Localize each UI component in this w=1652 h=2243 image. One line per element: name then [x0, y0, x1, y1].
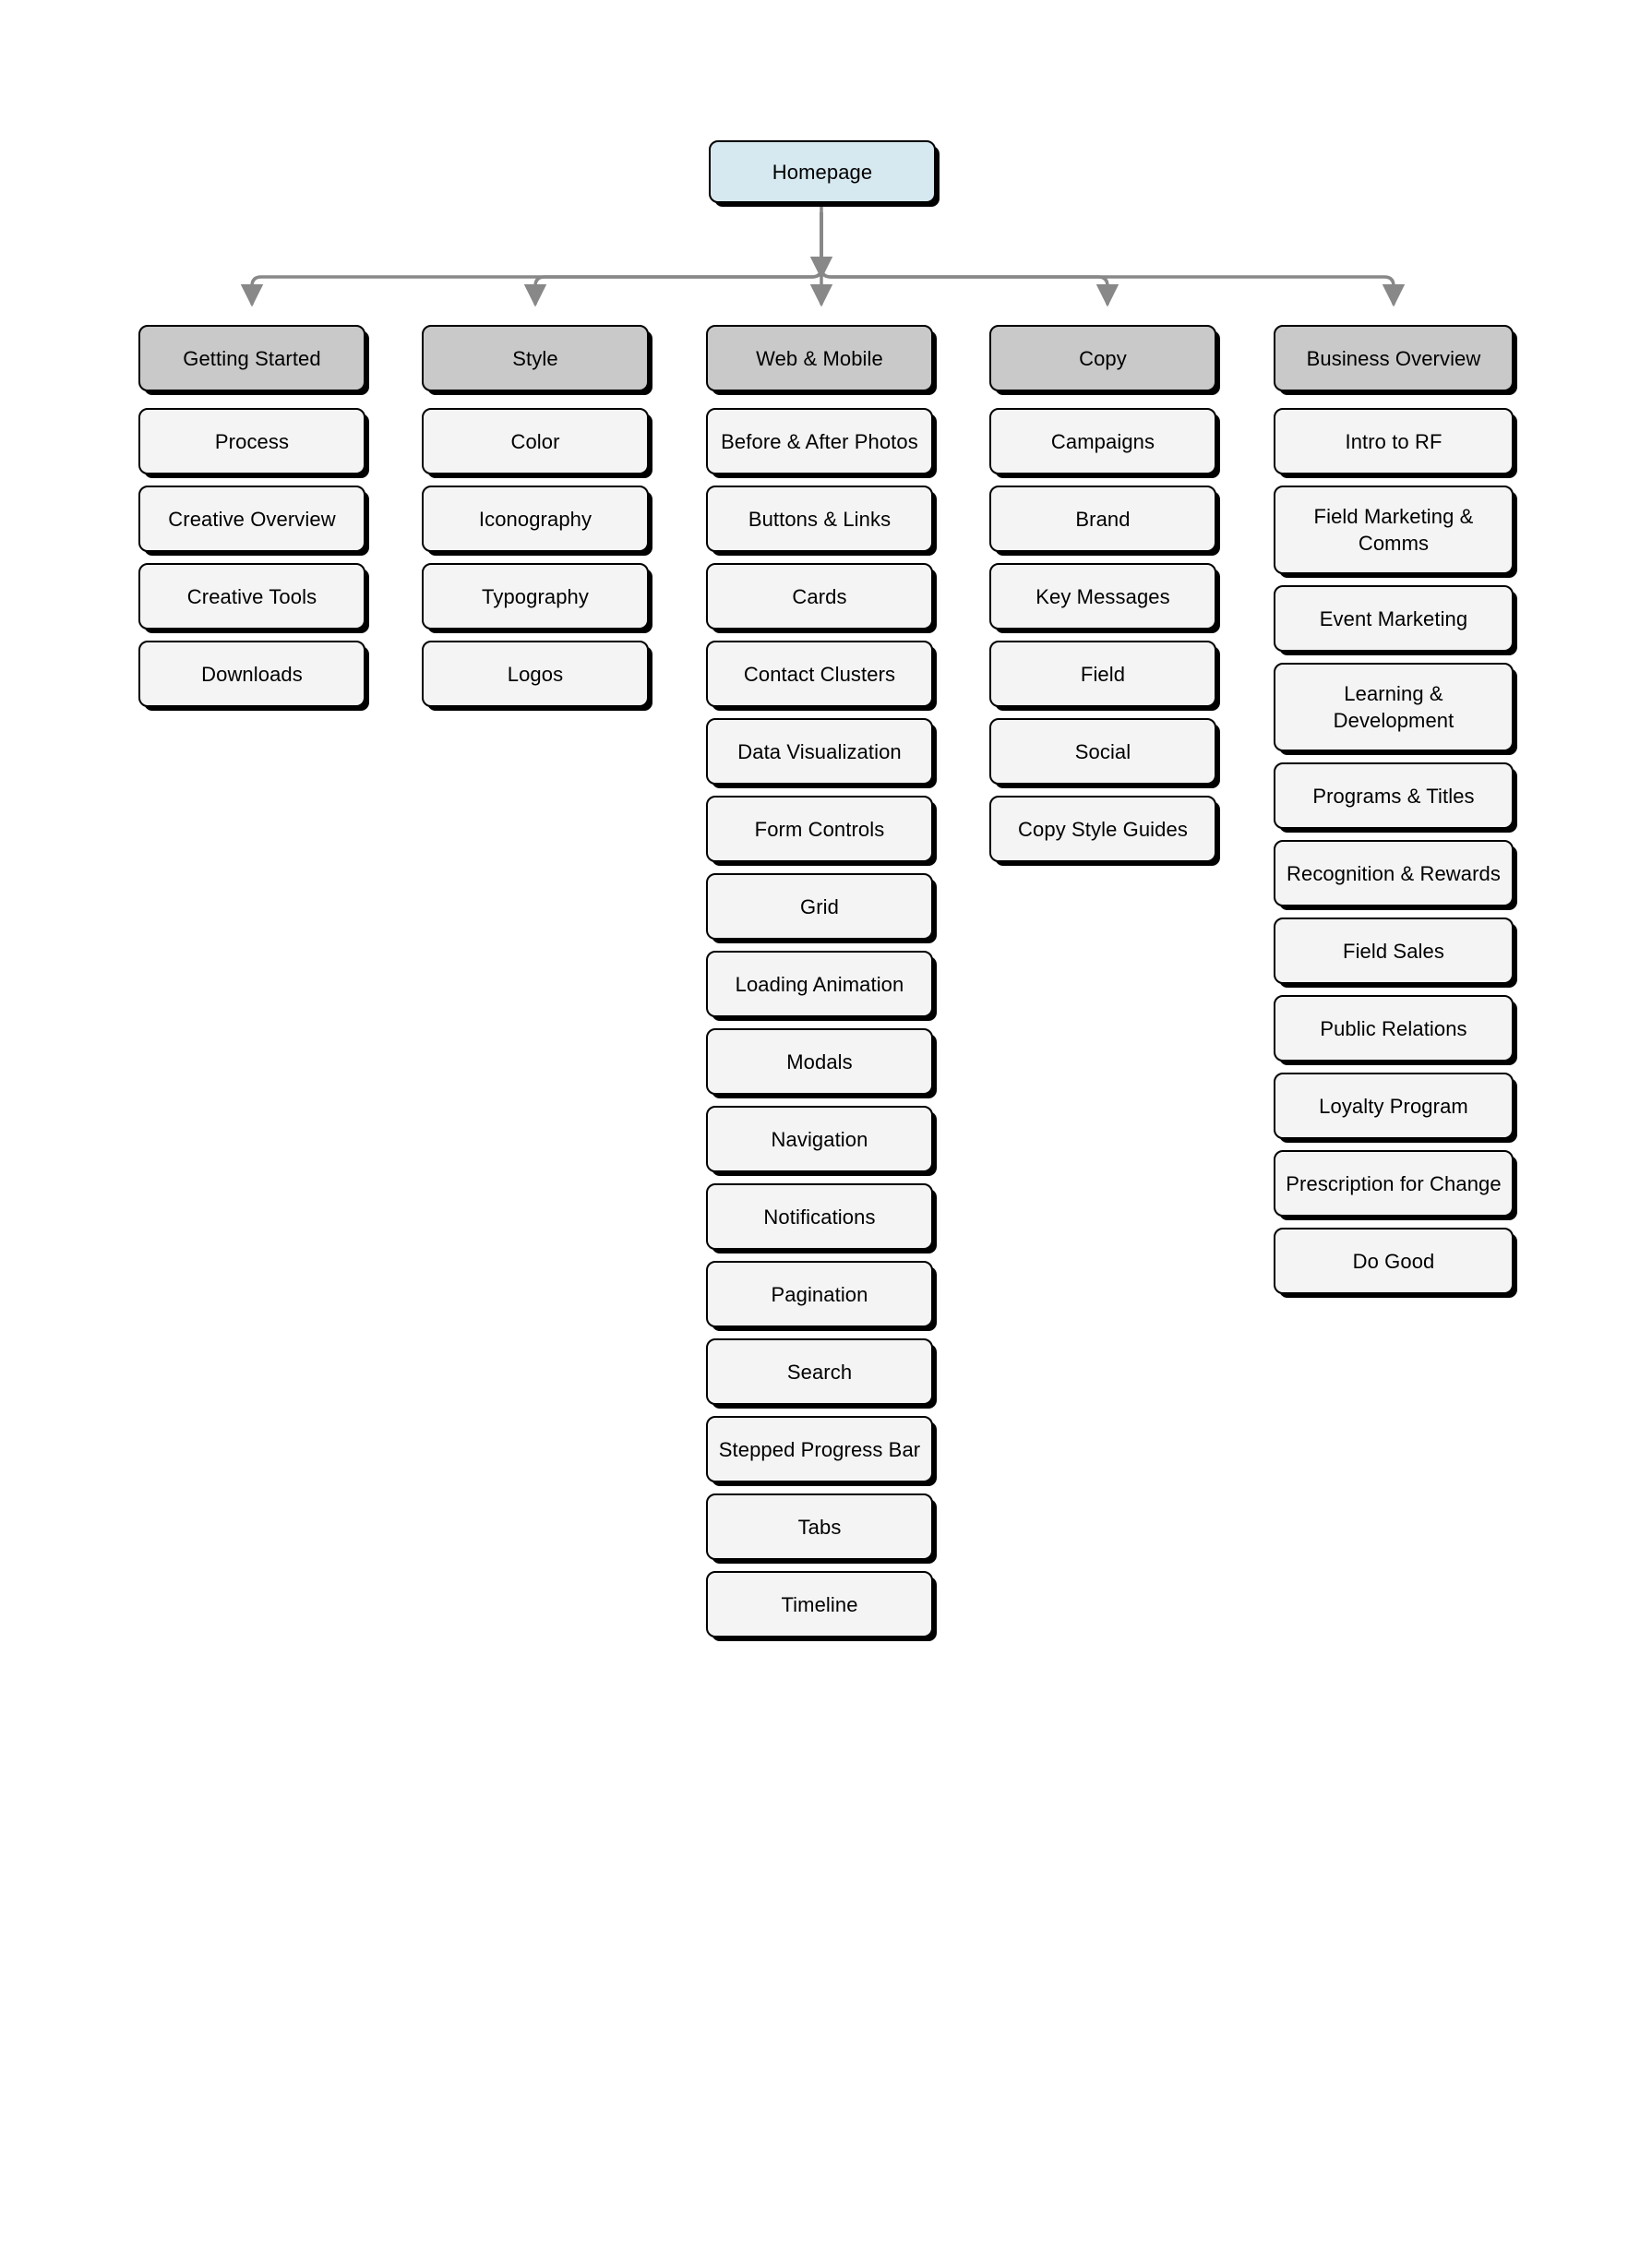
page-node-event-marketing[interactable]: Event Marketing: [1274, 585, 1514, 652]
page-node-creative-overview[interactable]: Creative Overview: [138, 486, 365, 552]
page-node-do-good[interactable]: Do Good: [1274, 1228, 1514, 1294]
page-node-typography[interactable]: Typography: [422, 563, 649, 630]
page-node-data-visualization[interactable]: Data Visualization: [706, 718, 933, 785]
node-label: Event Marketing: [1319, 606, 1468, 630]
node-label: Recognition & Rewards: [1287, 861, 1501, 885]
node-label: Form Controls: [754, 817, 885, 841]
node-label: Search: [786, 1360, 853, 1384]
node-label: Buttons & Links: [748, 507, 892, 531]
page-node-programs-and-titles[interactable]: Programs & Titles: [1274, 762, 1514, 829]
page-node-navigation[interactable]: Navigation: [706, 1106, 933, 1172]
page-node-contact-clusters[interactable]: Contact Clusters: [706, 641, 933, 707]
node-label: Creative Tools: [186, 584, 317, 608]
connector-root-to-copy: [820, 212, 1119, 307]
page-node-public-relations[interactable]: Public Relations: [1274, 995, 1514, 1062]
page-node-grid[interactable]: Grid: [706, 873, 933, 940]
page-node-process[interactable]: Process: [138, 408, 365, 474]
node-label: Downloads: [201, 662, 303, 686]
page-node-iconography[interactable]: Iconography: [422, 486, 649, 552]
node-label: Field: [1080, 662, 1126, 686]
node-label: Data Visualization: [737, 739, 902, 763]
connector-root-to-getting-started: [240, 212, 823, 307]
node-label: Typography: [482, 584, 589, 608]
node-label: Loading Animation: [735, 972, 904, 996]
node-label: Pagination: [771, 1282, 868, 1306]
page-node-creative-tools[interactable]: Creative Tools: [138, 563, 365, 630]
page-node-field-marketing-and-comms[interactable]: Field Marketing & Comms: [1274, 486, 1514, 574]
category-node-copy[interactable]: Copy: [989, 325, 1216, 391]
category-node-style[interactable]: Style: [422, 325, 649, 391]
node-label: Learning & Development: [1333, 682, 1454, 732]
node-label: Copy: [1079, 346, 1127, 370]
page-node-copy-style-guides[interactable]: Copy Style Guides: [989, 796, 1216, 862]
node-label: Before & After Photos: [721, 429, 918, 453]
page-node-downloads[interactable]: Downloads: [138, 641, 365, 707]
node-label: Field Sales: [1343, 939, 1444, 963]
node-label: Tabs: [797, 1515, 842, 1539]
page-node-timeline[interactable]: Timeline: [706, 1571, 933, 1637]
node-label: Style: [512, 346, 558, 370]
node-label: Homepage: [772, 160, 873, 184]
page-node-stepped-progress-bar[interactable]: Stepped Progress Bar: [706, 1416, 933, 1482]
node-label: Key Messages: [1035, 584, 1170, 608]
page-node-campaigns[interactable]: Campaigns: [989, 408, 1216, 474]
connector-root-to-business-overview: [820, 212, 1406, 307]
category-node-business-overview[interactable]: Business Overview: [1274, 325, 1514, 391]
page-node-intro-to-rf[interactable]: Intro to RF: [1274, 408, 1514, 474]
page-node-modals[interactable]: Modals: [706, 1028, 933, 1095]
node-label: Do Good: [1352, 1249, 1435, 1273]
node-label: Prescription for Change: [1286, 1171, 1502, 1195]
page-node-loyalty-program[interactable]: Loyalty Program: [1274, 1073, 1514, 1139]
node-label: Copy Style Guides: [1018, 817, 1188, 841]
page-node-learning-and-development[interactable]: Learning & Development: [1274, 663, 1514, 751]
page-node-before-and-after-photos[interactable]: Before & After Photos: [706, 408, 933, 474]
page-node-loading-animation[interactable]: Loading Animation: [706, 951, 933, 1017]
node-label: Social: [1074, 739, 1131, 763]
node-label: Notifications: [763, 1205, 876, 1229]
node-label: Modals: [786, 1050, 853, 1074]
node-label: Grid: [800, 894, 839, 918]
node-label: Color: [510, 429, 560, 453]
page-node-brand[interactable]: Brand: [989, 486, 1216, 552]
page-node-prescription-for-change[interactable]: Prescription for Change: [1274, 1150, 1514, 1217]
node-label: Programs & Titles: [1312, 784, 1475, 808]
page-node-key-messages[interactable]: Key Messages: [989, 563, 1216, 630]
node-label: Field Marketing & Comms: [1313, 505, 1474, 555]
node-label: Process: [214, 429, 290, 453]
node-label: Web & Mobile: [756, 346, 883, 370]
node-label: Navigation: [771, 1127, 868, 1151]
page-node-tabs[interactable]: Tabs: [706, 1493, 933, 1560]
page-node-social[interactable]: Social: [989, 718, 1216, 785]
page-node-cards[interactable]: Cards: [706, 563, 933, 630]
node-label: Logos: [507, 662, 564, 686]
category-node-web-and-mobile[interactable]: Web & Mobile: [706, 325, 933, 391]
node-label: Campaigns: [1050, 429, 1155, 453]
node-label: Creative Overview: [168, 507, 336, 531]
node-label: Public Relations: [1320, 1016, 1467, 1040]
page-node-search[interactable]: Search: [706, 1338, 933, 1405]
page-node-buttons-and-links[interactable]: Buttons & Links: [706, 486, 933, 552]
node-label: Intro to RF: [1345, 429, 1443, 453]
page-node-logos[interactable]: Logos: [422, 641, 649, 707]
node-label: Brand: [1075, 507, 1131, 531]
node-label: Iconography: [478, 507, 593, 531]
page-node-color[interactable]: Color: [422, 408, 649, 474]
node-label: Contact Clusters: [743, 662, 896, 686]
page-node-notifications[interactable]: Notifications: [706, 1183, 933, 1250]
node-label: Getting Started: [183, 346, 321, 370]
page-node-recognition-and-rewards[interactable]: Recognition & Rewards: [1274, 840, 1514, 906]
node-homepage[interactable]: Homepage: [709, 140, 936, 203]
node-label: Timeline: [781, 1592, 858, 1616]
node-label: Loyalty Program: [1319, 1094, 1468, 1118]
connector-root-to-style: [523, 212, 823, 307]
page-node-field[interactable]: Field: [989, 641, 1216, 707]
node-label: Cards: [792, 584, 847, 608]
node-label: Business Overview: [1306, 346, 1481, 370]
page-node-pagination[interactable]: Pagination: [706, 1261, 933, 1327]
node-label: Stepped Progress Bar: [718, 1437, 921, 1461]
category-node-getting-started[interactable]: Getting Started: [138, 325, 365, 391]
page-node-field-sales[interactable]: Field Sales: [1274, 918, 1514, 984]
page-node-form-controls[interactable]: Form Controls: [706, 796, 933, 862]
